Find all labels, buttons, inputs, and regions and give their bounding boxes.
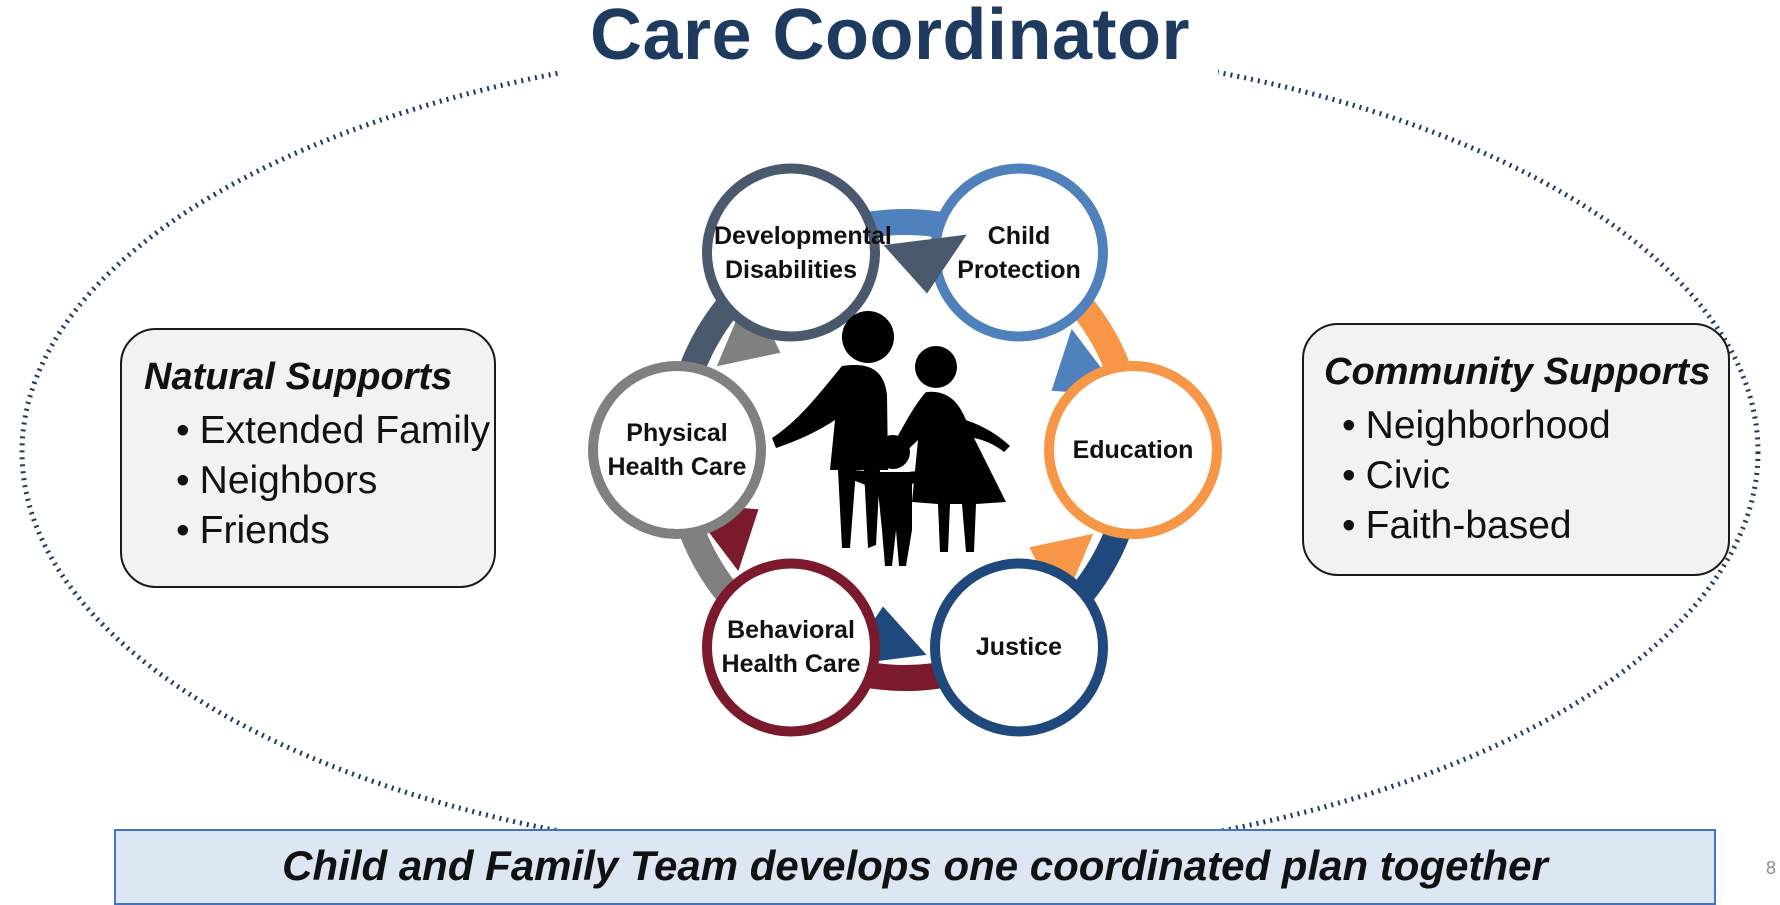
list-item: Neighborhood (1342, 401, 1728, 451)
list-item: Neighbors (176, 456, 494, 506)
node-label-child-protection: Child Protection (957, 221, 1081, 284)
plan-banner: Child and Family Team develops one coord… (114, 829, 1716, 905)
community-supports-box: Community Supports Neighborhood Civic Fa… (1302, 323, 1730, 576)
node-label-behavioral-health-care: Behavioral Health Care (721, 616, 861, 679)
list-item: Faith-based (1342, 501, 1728, 551)
natural-supports-box: Natural Supports Extended Family Neighbo… (120, 328, 496, 588)
node-label-physical-health-care: Physical Health Care (607, 419, 747, 481)
node-label-developmental-disabilities: Developmental Disabilities (714, 221, 892, 284)
community-supports-heading: Community Supports (1324, 351, 1711, 393)
list-item: Civic (1342, 451, 1728, 501)
cycle-arrow-developmental-disabilities (883, 234, 967, 294)
node-label-education: Education (1072, 436, 1194, 464)
title-text: Care Coordinator (561, 0, 1219, 75)
family-icon (772, 311, 1010, 566)
node-physical-health-care (588, 361, 766, 539)
community-supports-list: Neighborhood Civic Faith-based (1342, 401, 1728, 551)
list-item: Extended Family (176, 406, 494, 456)
natural-supports-list: Extended Family Neighbors Friends (176, 406, 494, 556)
page-title: Care Coordinator (0, 0, 1780, 76)
node-behavioral-health-care (702, 558, 880, 737)
node-label-justice: Justice (975, 633, 1063, 662)
natural-supports-heading: Natural Supports (144, 356, 453, 398)
list-item: Friends (176, 506, 494, 556)
node-education (1044, 361, 1222, 539)
node-justice (930, 558, 1108, 737)
page-number: 8 (1766, 858, 1777, 878)
node-developmental-disabilities (702, 163, 880, 342)
